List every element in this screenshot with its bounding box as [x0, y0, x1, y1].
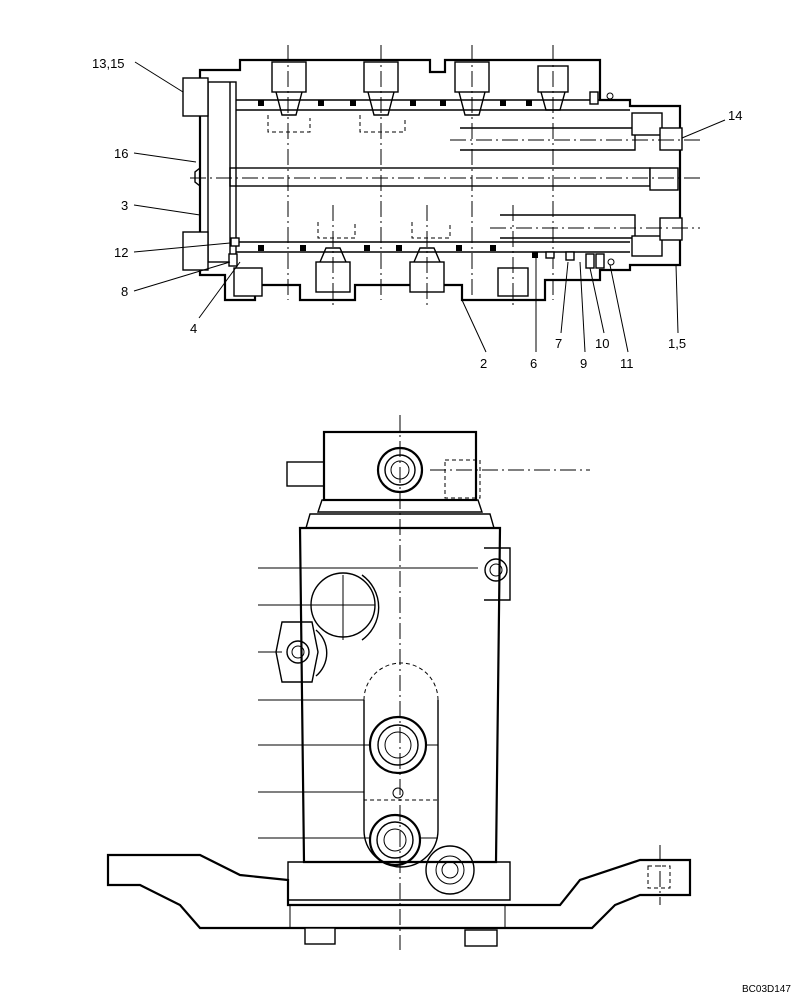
callout-labels: 13,15 16 3 12 8 4 2 6 7 9 10 11 1,5 14: [92, 56, 742, 371]
callout-6: 6: [530, 356, 537, 371]
callout-2: 2: [480, 356, 487, 371]
bottom-ports: [233, 205, 529, 305]
callout-1-5: 1,5: [668, 336, 686, 351]
drawing-code: BC03D147: [742, 984, 791, 995]
callout-13-15: 13,15: [92, 56, 125, 71]
seal-rings: [228, 91, 615, 269]
callout-14: 14: [728, 108, 742, 123]
callout-8: 8: [121, 284, 128, 299]
callout-12: 12: [114, 245, 128, 260]
callout-10: 10: [595, 336, 609, 351]
callout-3: 3: [121, 198, 128, 213]
callout-11: 11: [620, 356, 634, 371]
sectional-view: [182, 45, 700, 305]
elevation-view: [106, 415, 692, 950]
leader-lines: [133, 61, 726, 353]
callout-7: 7: [555, 336, 562, 351]
callout-16: 16: [114, 146, 128, 161]
callout-4: 4: [190, 321, 197, 336]
callout-9: 9: [580, 356, 587, 371]
